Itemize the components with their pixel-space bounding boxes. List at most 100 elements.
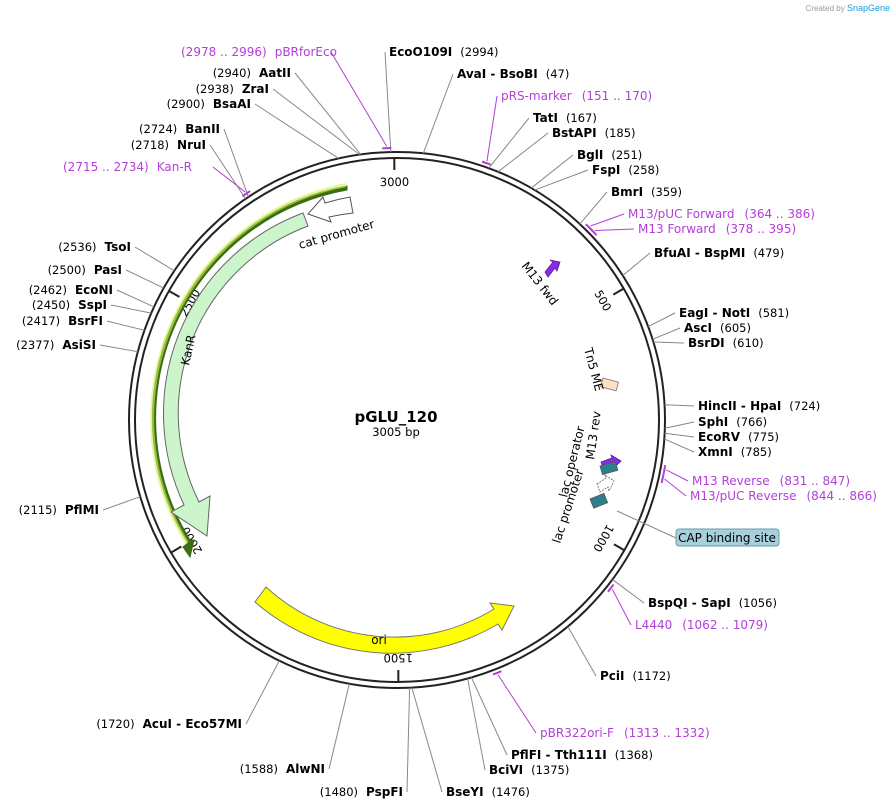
primer-site[interactable]: M13 Reverse(831 .. 847) [662,464,851,488]
primer-marker [241,190,251,197]
enzyme-position: (2377) [16,338,54,352]
cap-leader-line [616,510,677,539]
enzyme-position: (2462) [29,283,67,297]
enzyme-site[interactable]: EagI - NotI(581) [647,306,789,328]
enzyme-name-2: NotI [722,306,751,320]
primer-range: (2978 .. 2996) [181,45,267,59]
enzyme-label: EcoO109I(2994) [389,45,499,59]
enzyme-name-2: BsoBI [500,67,538,81]
enzyme-site[interactable]: (2900)BsaAI [167,97,339,159]
cat-promoter-label: cat promoter [297,217,376,252]
primer-site[interactable]: (2978 .. 2996)pBRforEco [181,45,392,150]
enzyme-site[interactable]: (1480)PspFI [320,687,411,799]
cat-promoter-feature[interactable]: cat promoter [297,196,376,252]
enzyme-site[interactable]: BstAPI(185) [497,126,636,173]
primer-name: M13/pUC Reverse [690,489,797,503]
enzyme-site[interactable]: (2462)EcoNI [29,283,155,308]
enzyme-name: AcuI [143,717,172,731]
enzyme-site[interactable]: XmnI(785) [664,438,772,459]
enzyme-site[interactable]: HincII - HpaI(724) [664,399,821,413]
tn5-me-feature[interactable]: Tn5 ME [581,345,619,393]
enzyme-position: (1588) [240,762,278,776]
enzyme-site[interactable]: (1588) AlwNI [240,683,350,776]
enzyme-site[interactable]: FspI(258) [534,163,660,191]
snapgene-logo-text: SnapGene [846,3,890,13]
enzyme-site[interactable]: (2417)BsrFI [22,314,145,331]
enzyme-site[interactable]: BseYI(1476) [411,687,530,799]
credit-prefix: Created by [805,4,845,13]
enzyme-site[interactable]: PciI(1172) [567,626,671,683]
tn5-me-box [600,377,619,392]
primer-site[interactable]: M13 Forward(378 .. 395) [589,222,796,236]
enzyme-site[interactable]: (2450)SspI [32,298,152,314]
enzyme-name: HincII [698,399,737,413]
primer-marker [660,473,665,484]
enzyme-position: (185) [605,126,636,140]
enzyme-leader-line [223,128,249,198]
enzyme-name: EcoO109I [389,45,452,59]
enzyme-site[interactable]: SphI(766) [664,415,767,429]
enzyme-site[interactable]: BglI(251) [530,148,642,189]
enzyme-site[interactable]: TatI (167) [488,111,597,169]
primer-site[interactable]: L4440(1062 .. 1079) [607,583,768,632]
primer-site[interactable]: (2715 .. 2734)Kan-R [63,160,251,197]
enzyme-label: (2536)TsoI [58,240,131,254]
enzyme-name: TatI [533,111,558,125]
primer-site[interactable]: pBR322ori-F(1313 .. 1332) [492,670,710,740]
enzyme-label: BglI(251) [577,148,642,162]
tick-label: 1000 [590,522,617,554]
lac-operator-box [599,461,619,476]
enzyme-site[interactable]: (2536)TsoI [58,240,175,272]
enzyme-site[interactable]: AscI(605) [652,321,751,340]
primer-leader-line [666,469,689,482]
enzyme-site[interactable]: (2940)AatII [213,66,362,155]
enzyme-label: (1480)PspFI [320,785,403,799]
enzyme-site[interactable]: EcoRV(775) [664,430,779,444]
enzyme-name: BmrI [611,185,643,199]
enzyme-label: BspQI - SapI(1056) [648,596,777,610]
enzyme-position: (775) [748,430,779,444]
ori-feature[interactable]: ori [254,586,515,654]
enzyme-leader-line [209,144,247,200]
enzyme-site[interactable]: (2115)PflMI [19,496,141,517]
enzyme-site[interactable]: EcoO109I(2994) [384,45,499,153]
primer-leader-line [611,589,632,626]
lac-promoter-arrow [596,474,615,493]
primer-label: pRS-marker(151 .. 170) [501,89,652,103]
primer-site[interactable]: pRS-marker(151 .. 170) [481,89,652,166]
tick-mark [168,290,180,298]
enzyme-site[interactable]: (2938)ZraI [196,82,360,156]
enzyme-name: AlwNI [286,762,325,776]
enzyme-label: HincII - HpaI(724) [698,399,820,413]
cap-binding-site-feature[interactable]: CAP binding site [616,510,780,547]
primer-site[interactable]: M13/pUC Reverse (844 .. 866) [660,473,877,503]
primer-label: M13 Reverse(831 .. 847) [692,474,850,488]
primer-range: (364 .. 386) [745,207,815,221]
enzyme-site[interactable]: PflFI - Tth111I(1368) [470,677,653,762]
enzyme-name: BsrDI [688,336,725,350]
m13-rev-label: M13 rev [583,410,604,460]
enzyme-site[interactable]: AvaI - BsoBI(47) [422,67,569,154]
enzyme-label: (2115)PflMI [19,503,99,517]
enzyme-site[interactable]: (2724)BanII [139,122,249,198]
enzyme-site[interactable]: BmrI(359) [579,185,682,225]
primer-site[interactable]: M13/pUC Forward(364 .. 386) [585,207,815,232]
enzyme-site[interactable]: BspQI - SapI(1056) [612,579,777,610]
enzyme-site[interactable]: (2718)NruI [131,138,247,200]
tick-label: 500 [591,288,614,314]
enzyme-site[interactable]: (2500)PasI [48,263,164,289]
enzyme-site[interactable]: BciVI(1375) [467,678,570,777]
primer-range: (844 .. 866) [807,489,877,503]
m13-fwd-feature[interactable]: M13 fwd [519,259,561,308]
enzyme-site[interactable]: BfuAI - BspMI(479) [622,246,785,276]
kanr-inner-feature[interactable]: KanR [163,212,309,537]
enzyme-site[interactable]: (2377)AsiSI [16,338,138,353]
kanr-label: KanR [178,333,198,366]
kanr-feature[interactable] [150,183,348,559]
enzyme-label: TatI (167) [533,111,597,125]
enzyme-site[interactable]: BsrDI(610) [653,336,764,350]
enzyme-site[interactable]: (1720)AcuI - Eco57MI [96,660,280,731]
enzyme-position: (167) [566,111,597,125]
tick-mark [170,545,182,554]
